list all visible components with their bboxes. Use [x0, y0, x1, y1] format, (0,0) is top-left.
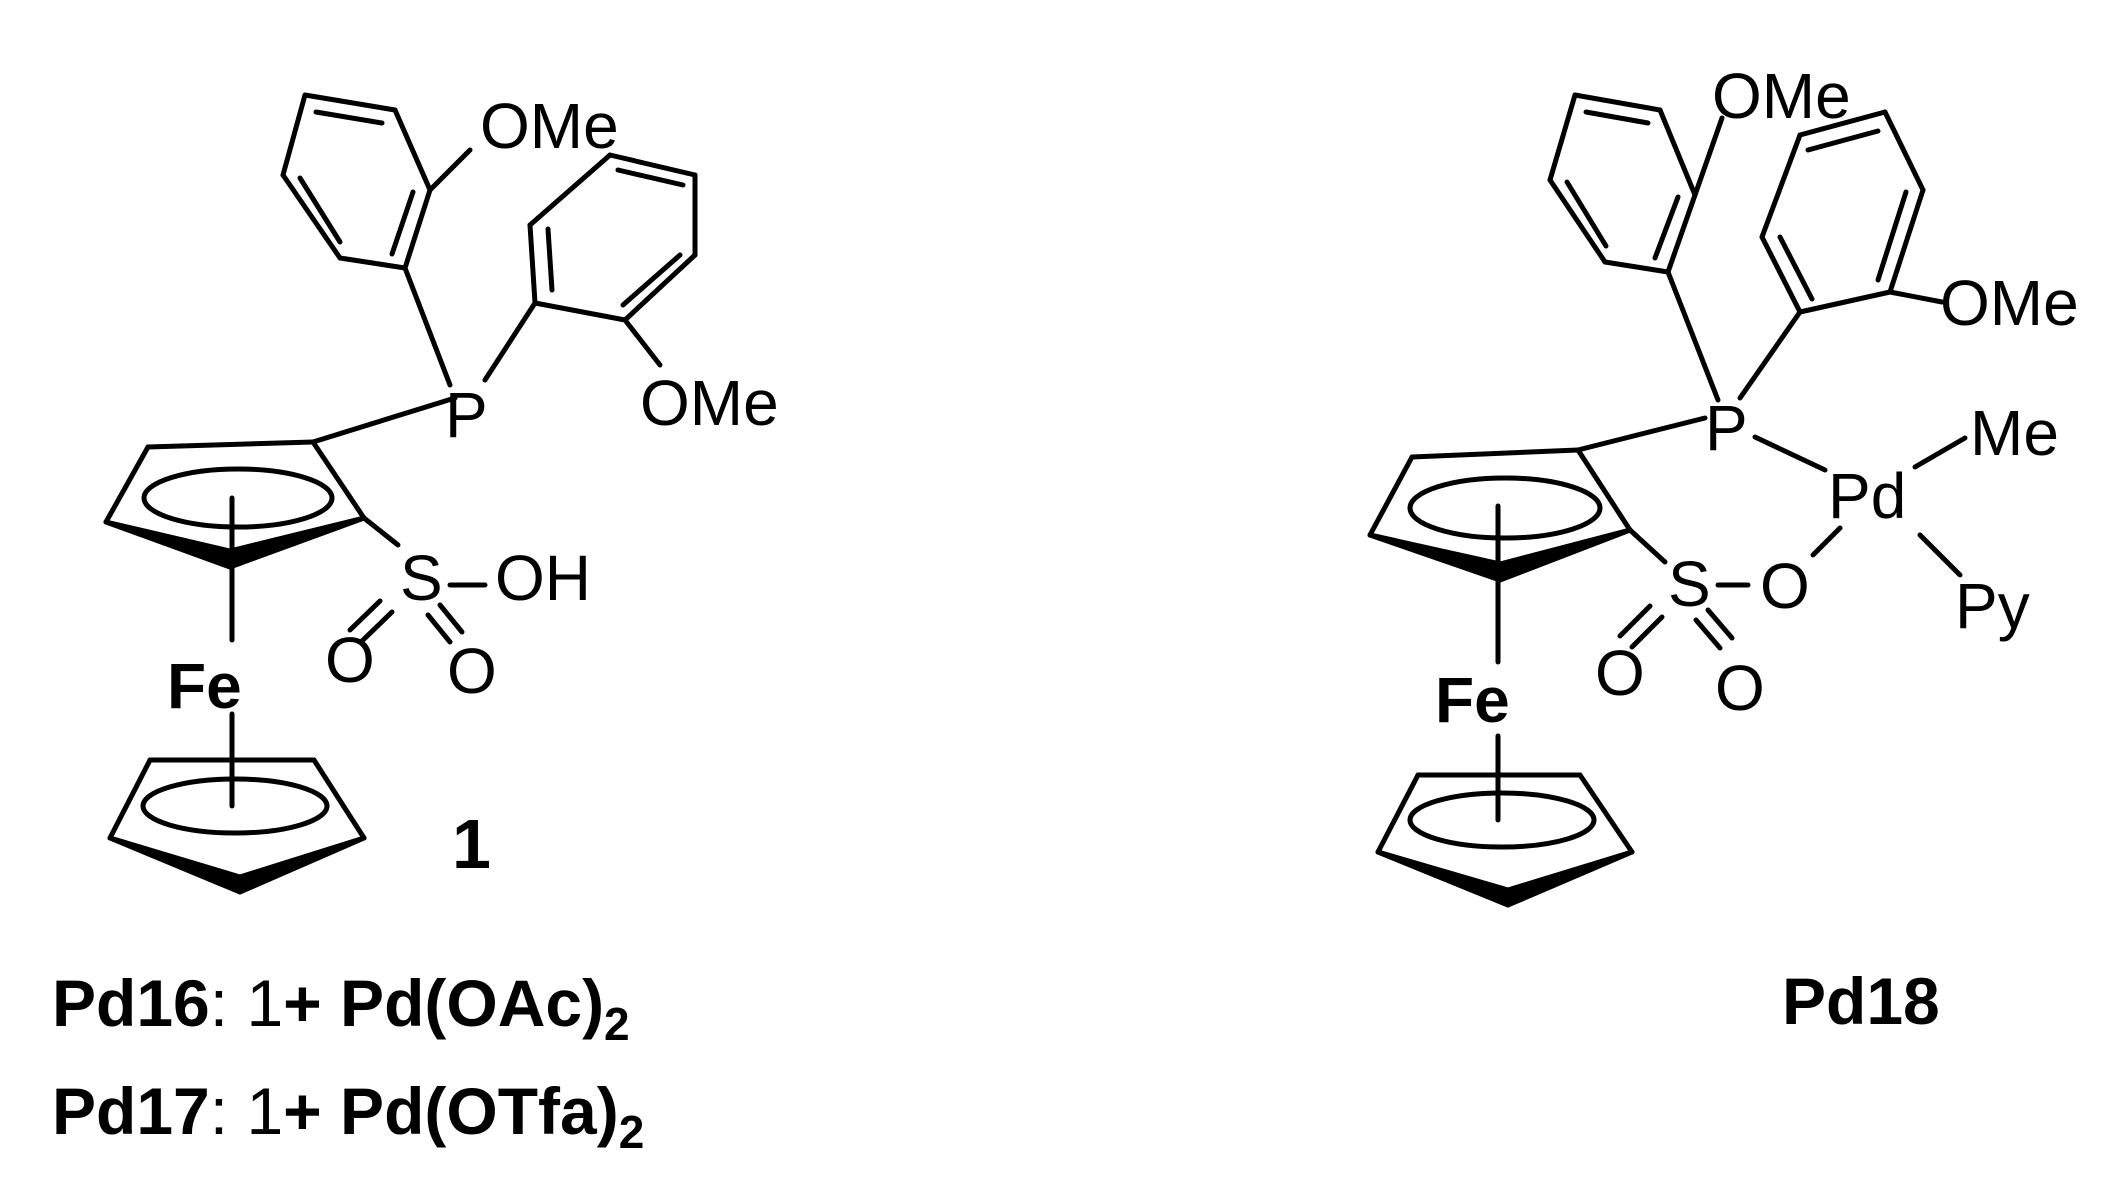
ome-label: OMe: [640, 367, 779, 439]
oxygen-label: O: [447, 635, 497, 707]
pyridine-label: Py: [1955, 570, 2030, 642]
phosphorus-label: P: [445, 379, 488, 451]
subscript: 2: [604, 998, 630, 1050]
compound-name: Pd16: [52, 966, 210, 1040]
oxygen-label: O: [325, 624, 375, 696]
lower-aryl-ring: [482, 152, 698, 383]
plus-sign: +: [283, 1074, 322, 1148]
oxygen-label: O: [1595, 637, 1645, 709]
caption-separator: :: [209, 1074, 229, 1148]
reagent-formula: Pd(OAc): [340, 966, 605, 1040]
iron-label: Fe: [167, 650, 242, 722]
upper-aryl-ring: [280, 92, 473, 388]
phosphorus-label: P: [1705, 392, 1748, 464]
ome-label: OMe: [1940, 267, 2079, 339]
sulfur-label: S: [400, 542, 443, 614]
compound-ref: 1: [246, 966, 284, 1040]
lower-cp-ring: [1375, 733, 1635, 908]
caption-pd18: Pd18: [1782, 968, 1940, 1034]
upper-cp-ring: [1367, 447, 1633, 665]
plus-sign: +: [283, 966, 322, 1040]
subscript: 2: [618, 1106, 645, 1158]
ome-label: OMe: [480, 90, 619, 162]
caption-pd16: Pd16: 1+ Pd(OAc)2: [52, 970, 630, 1047]
structure-pd18-labels: OMe OMe P Pd Me Py S O O O Fe: [1435, 60, 2079, 736]
structure-pd18: [1367, 92, 1968, 908]
structure-1-labels: OMe OMe P S OH O O Fe 1: [167, 90, 779, 883]
oxygen-label: O: [1715, 652, 1765, 724]
caption-pd17: Pd17: 1+ Pd(OTfa)2: [52, 1078, 644, 1155]
structure-1: [103, 92, 698, 895]
compound-number: 1: [452, 805, 491, 883]
oxygen-label: O: [1760, 550, 1810, 622]
upper-aryl-ring-2: [1737, 109, 1945, 401]
hydroxyl-label: OH: [495, 542, 591, 614]
palladium-label: Pd: [1828, 460, 1906, 532]
iron-label: Fe: [1435, 664, 1510, 736]
compound-name: Pd18: [1782, 964, 1940, 1038]
upper-cp-ring: [103, 439, 367, 643]
methyl-label: Me: [1970, 397, 2059, 469]
caption-separator: :: [209, 966, 229, 1040]
compound-name: Pd17: [52, 1074, 210, 1148]
reagent-formula: Pd(OTfa): [340, 1074, 619, 1148]
sulfur-label: S: [1668, 548, 1711, 620]
upper-aryl-ring: [1547, 92, 1725, 403]
compound-ref: 1: [246, 1074, 284, 1148]
ome-label: OMe: [1712, 60, 1851, 132]
lower-cp-ring: [107, 711, 367, 895]
